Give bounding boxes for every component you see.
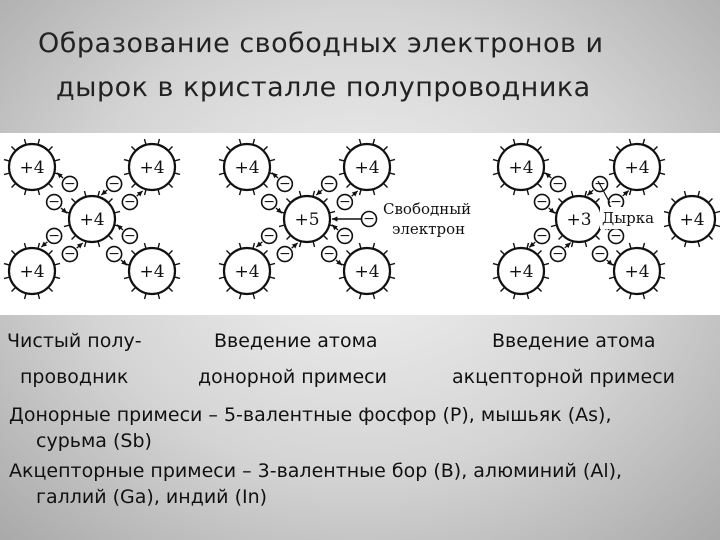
panel-1-bond-electron-sign: − — [64, 246, 76, 262]
title-line-2: дырок в кристалле полупроводника — [38, 66, 698, 110]
panel-2-bond-electron-sign: − — [263, 194, 275, 210]
panel-3-corner-atom-charge: +4 — [624, 158, 649, 178]
panel-1-bond-electron-sign: − — [48, 228, 60, 244]
panel-2-bond-electron-sign: − — [279, 246, 291, 262]
panel-3-right-atom-charge: +4 — [679, 210, 704, 230]
panel-1-bond-electron-sign: − — [64, 176, 76, 192]
acceptor-paragraph: Акцепторные примеси – 3-валентные бор (B… — [9, 458, 714, 510]
acceptor-line-1: Акцепторные примеси – 3-валентные бор (B… — [9, 460, 622, 482]
impurities-text: Донорные примеси – 5-валентные фосфор (P… — [9, 402, 714, 512]
caption-acceptor-line-2: акцепторной примеси — [452, 366, 675, 388]
panel-3-corner-atom-charge: +4 — [508, 158, 533, 178]
panel-3-bond-electron-sign: − — [610, 228, 622, 244]
panel-1-corner-atom-charge: +4 — [139, 262, 164, 282]
lattice-svg: −−−−−−−−+4+4+4+4+4−−−−−−−−+4+4+4+4+5−−−−… — [0, 133, 720, 315]
panel-2-bond-electron-sign: − — [339, 228, 351, 244]
acceptor-line-2: галлий (Ga), индий (In) — [9, 484, 714, 510]
panel-2-bond-electron-sign: − — [279, 176, 291, 192]
caption-pure-line-2: проводник — [20, 366, 128, 388]
panel-2-bond-electron-sign: − — [339, 194, 351, 210]
panel-3-bond-electron-sign: − — [536, 228, 548, 244]
panel-2-corner-atom-charge: +4 — [234, 262, 259, 282]
crystal-lattice-diagram: −−−−−−−−+4+4+4+4+4−−−−−−−−+4+4+4+4+5−−−−… — [0, 133, 720, 315]
caption-donor-line-1: Введение атома — [214, 330, 378, 352]
donor-line-2: сурьма (Sb) — [9, 428, 714, 454]
panel-2-corner-atom-charge: +4 — [354, 262, 379, 282]
caption-acceptor-line-1: Введение атома — [492, 330, 656, 352]
panel-1-bond-electron-sign: − — [124, 228, 136, 244]
panel-1-corner-atom-charge: +4 — [139, 158, 164, 178]
free-electron-arrowhead — [332, 216, 337, 221]
donor-line-1: Донорные примеси – 5-валентные фосфор (P… — [9, 404, 612, 426]
panel-2-center-atom-charge: +5 — [294, 210, 319, 230]
panel-3-bond-electron-sign: − — [536, 194, 548, 210]
free-electron-label-line-1: Свободный — [383, 200, 471, 218]
panel-3-center-atom-charge: +3 — [566, 210, 591, 230]
free-electron-sign: − — [363, 211, 375, 227]
panel-3-bond-electron-sign: − — [552, 176, 564, 192]
panel-1-corner-atom-charge: +4 — [19, 158, 44, 178]
panel-3-bond-electron-sign: − — [552, 246, 564, 262]
free-electron-label-line-2: электрон — [392, 220, 465, 238]
panel-3-bond-electron-sign: − — [594, 246, 606, 262]
title-line-1: Образование свободных электронов и — [38, 22, 698, 66]
hole-label: Дырка — [602, 209, 654, 227]
panel-1-center-atom-charge: +4 — [79, 210, 104, 230]
donor-paragraph: Донорные примеси – 5-валентные фосфор (P… — [9, 402, 714, 454]
panel-1-bond-electron-sign: − — [124, 194, 136, 210]
panel-2-corner-atom-charge: +4 — [354, 158, 379, 178]
panel-1-bond-electron-sign: − — [48, 194, 60, 210]
panel-2-bond-electron-sign: − — [323, 246, 335, 262]
panel-1-corner-atom-charge: +4 — [19, 262, 44, 282]
panel-1-bond-electron-sign: − — [108, 246, 120, 262]
panel-2-bond-electron-sign: − — [323, 176, 335, 192]
slide-title: Образование свободных электронов и дырок… — [38, 22, 698, 110]
panel-2-bond-electron-sign: − — [263, 228, 275, 244]
panel-3-corner-atom-charge: +4 — [508, 262, 533, 282]
panel-1-bond-electron-sign: − — [108, 176, 120, 192]
caption-donor-line-2: донорной примеси — [198, 366, 387, 388]
caption-pure-line-1: Чистый полу- — [7, 330, 142, 352]
panel-2-corner-atom-charge: +4 — [234, 158, 259, 178]
panel-3-corner-atom-charge: +4 — [624, 262, 649, 282]
